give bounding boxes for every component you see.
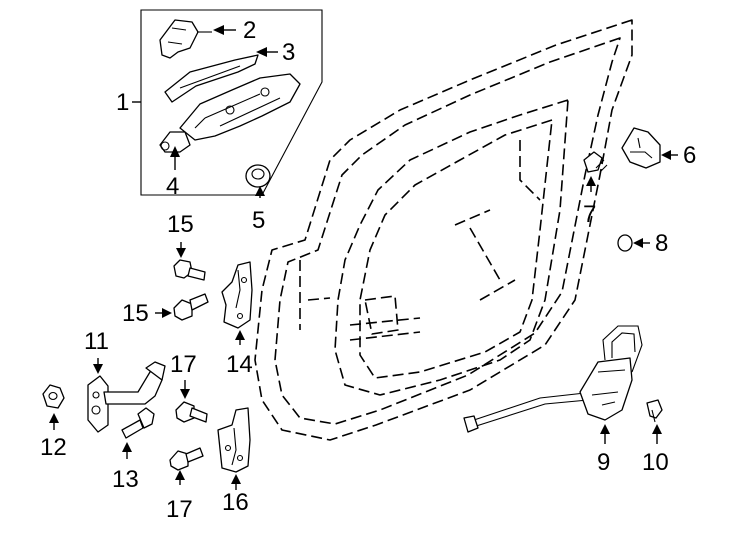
callout-15-lower: 15: [122, 300, 149, 327]
part-11-door-check: [87, 361, 166, 433]
handle-assembly-group: 1 2 3 4: [116, 9, 323, 200]
part-5-grommet: [245, 164, 271, 188]
part-8-ring: [617, 234, 633, 252]
part-4-handle-cap: [159, 131, 191, 153]
part-12-nut: [42, 384, 65, 409]
callout-17-lower: 17: [166, 496, 193, 523]
part-15-bolt-upper: [173, 259, 206, 281]
callout-14: 14: [226, 351, 253, 378]
part-16-lower-hinge: [217, 407, 251, 473]
callout-12: 12: [40, 434, 67, 461]
part-13-bolt: [121, 407, 155, 439]
group-box: [140, 9, 323, 196]
part-14-upper-hinge: [221, 261, 253, 329]
callout-2: 2: [243, 17, 256, 44]
callout-10: 10: [642, 449, 669, 476]
callout-11: 11: [84, 328, 109, 355]
rear-door-outline: [254, 19, 633, 441]
callout-8: 8: [655, 230, 668, 257]
part-2-handle-cable: [159, 19, 212, 59]
part-17-bolt-upper: [175, 401, 208, 423]
callout-4: 4: [166, 173, 179, 200]
part-3-outside-handle: [164, 54, 259, 103]
part-17-bolt-lower: [169, 447, 204, 471]
callout-13: 13: [112, 466, 139, 493]
callout-5: 5: [252, 207, 265, 234]
part-9-door-latch: [463, 325, 643, 433]
callout-17-upper: 17: [170, 351, 197, 378]
callout-7: 7: [583, 201, 596, 228]
callout-9: 9: [597, 449, 610, 476]
handle-frame: [179, 73, 301, 141]
callout-16: 16: [222, 489, 249, 516]
callout-6: 6: [683, 142, 696, 169]
part-6-striker: [621, 127, 661, 169]
callout-1: 1: [116, 89, 129, 116]
part-15-bolt-lower: [173, 293, 209, 321]
callout-3: 3: [282, 39, 295, 66]
part-10-bolt: [646, 399, 663, 423]
part-7-screw: [583, 151, 608, 173]
callout-15-upper: 15: [167, 211, 194, 238]
